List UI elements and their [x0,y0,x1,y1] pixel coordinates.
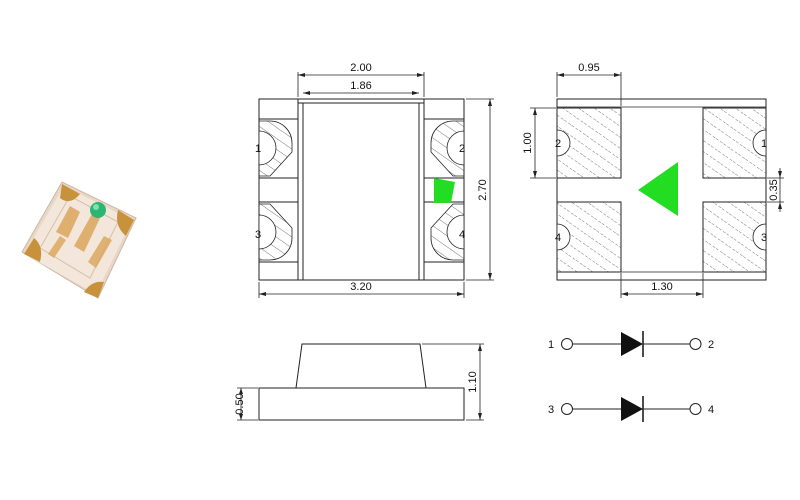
diode-1-cathode-label: 2 [708,339,714,351]
schematic-diode-2: 3 4 [548,396,714,422]
dim-pad-width: 0.95 [578,62,599,74]
dim-pad-height: 1.00 [522,132,534,153]
top-pin-1: 1 [255,143,261,155]
bottom-pin-1: 1 [761,138,767,150]
diode-icon [621,397,643,421]
bottom-pin-2: 2 [555,138,561,150]
diode-2-cathode-label: 4 [708,404,714,416]
bottom-pin-3: 3 [761,232,767,244]
side-view: 0.50 1.10 [234,343,484,421]
top-pin-2: 2 [459,143,465,155]
dim-pad-spacing: 1.30 [651,281,672,293]
diode-icon [621,332,643,356]
dim-length: 3.20 [350,281,371,293]
schematic-diode-1: 1 2 [548,331,714,357]
top-pin-4: 4 [459,229,465,241]
polarity-triangle-icon [638,162,678,216]
diode-2-anode-label: 3 [548,404,554,416]
dim-pad-gap: 0.35 [768,179,780,200]
bottom-view: 2 1 4 3 0.95 1.00 0.35 1.30 [522,62,784,298]
led-photo-icon [21,181,137,299]
dim-total-height: 1.10 [467,371,479,392]
dim-height: 2.70 [477,179,489,200]
dim-width-outer: 2.00 [350,62,371,74]
bottom-pin-4: 4 [555,232,561,244]
top-view: 1 2 3 4 2.00 1.86 2.70 3.20 [255,62,494,298]
diode-1-anode-label: 1 [548,339,554,351]
dim-base-height: 0.50 [234,393,246,414]
polarity-square-icon [434,178,455,203]
top-pin-3: 3 [255,229,261,241]
dim-width-inner: 1.86 [350,80,371,92]
